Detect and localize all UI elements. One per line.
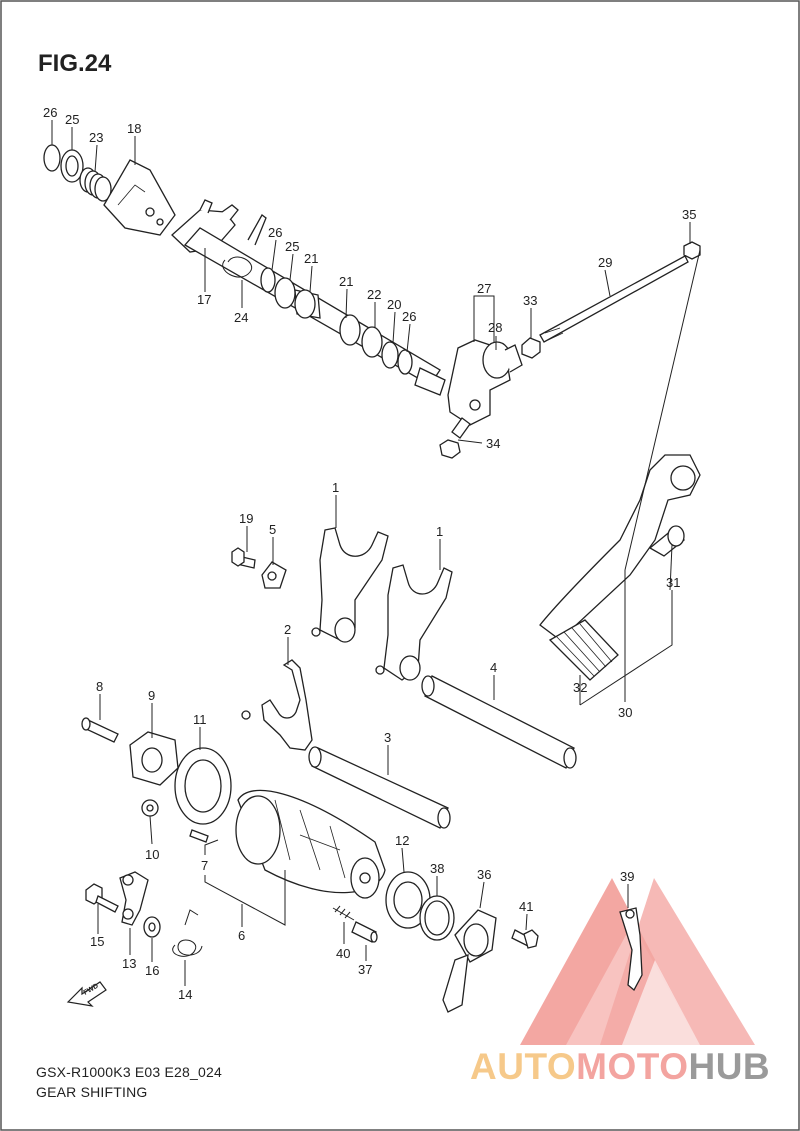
callout-26: 26 (268, 225, 282, 240)
callout-6: 6 (238, 928, 245, 943)
gear-shift-lever (539, 454, 701, 681)
callout-40: 40 (336, 946, 350, 961)
callout-30: 30 (618, 705, 632, 720)
callout-4: 4 (490, 660, 497, 675)
callout-21: 21 (304, 251, 318, 266)
fork-shafts (308, 675, 577, 829)
callout-9: 9 (148, 688, 155, 703)
callout-10: 10 (145, 847, 159, 862)
callout-15: 15 (90, 934, 104, 949)
callout-36: 36 (477, 867, 491, 882)
watermark-text-auto: AUTO (470, 1046, 577, 1087)
shift-cam-drum (189, 789, 386, 899)
callout-25: 25 (285, 239, 299, 254)
callout-14: 14 (178, 987, 192, 1002)
watermark-text-hub: HUB (688, 1046, 771, 1087)
callout-26: 26 (43, 105, 57, 120)
callout-16: 16 (145, 963, 159, 978)
callout-19: 19 (239, 511, 253, 526)
callout-1: 1 (436, 524, 443, 539)
callout-38: 38 (430, 861, 444, 876)
shift-shaft-assembly (43, 144, 446, 396)
callout-13: 13 (122, 956, 136, 971)
callout-21: 21 (339, 274, 353, 289)
watermark-text-moto: MOTO (576, 1046, 689, 1087)
callout-41: 41 (519, 899, 533, 914)
drum-end-parts (332, 871, 539, 1013)
callout-22: 22 (367, 287, 381, 302)
watermark-logo: AUTOMOTOHUB (470, 1046, 770, 1088)
callout-33: 33 (523, 293, 537, 308)
figure-title: FIG.24 (38, 50, 112, 77)
callout-11: 11 (193, 712, 207, 727)
callout-17: 17 (197, 292, 211, 307)
callout-labels: 26 25 23 18 17 24 26 25 21 21 22 20 26 2… (43, 105, 696, 1002)
leader-lines (51, 120, 701, 986)
footer-model-code: GSX-R1000K3 E03 E28_024 (36, 1064, 222, 1080)
callout-28: 28 (488, 320, 502, 335)
shift-arm-assembly (439, 241, 701, 459)
callout-35: 35 (682, 207, 696, 222)
shift-forks (241, 527, 453, 751)
callout-8: 8 (96, 679, 103, 694)
bottom-left-parts (85, 871, 643, 992)
callout-31: 31 (666, 575, 680, 590)
callout-18: 18 (127, 121, 141, 136)
callout-5: 5 (269, 522, 276, 537)
fwd-arrow-icon (66, 981, 107, 1007)
callout-24: 24 (234, 310, 248, 325)
cam-stopper-group (81, 717, 232, 825)
callout-3: 3 (384, 730, 391, 745)
callout-27: 27 (477, 281, 491, 296)
callout-32: 32 (573, 680, 587, 695)
callout-26: 26 (402, 309, 416, 324)
callout-1: 1 (332, 480, 339, 495)
callout-39: 39 (620, 869, 634, 884)
callout-2: 2 (284, 622, 291, 637)
callout-20: 20 (387, 297, 401, 312)
callout-37: 37 (358, 962, 372, 977)
callout-25: 25 (65, 112, 79, 127)
bolt-and-stopper (231, 547, 287, 589)
callout-34: 34 (486, 436, 500, 451)
callout-29: 29 (598, 255, 612, 270)
callout-7: 7 (201, 858, 208, 873)
footer-caption: GEAR SHIFTING (36, 1084, 148, 1100)
callout-12: 12 (395, 833, 409, 848)
callout-23: 23 (89, 130, 103, 145)
